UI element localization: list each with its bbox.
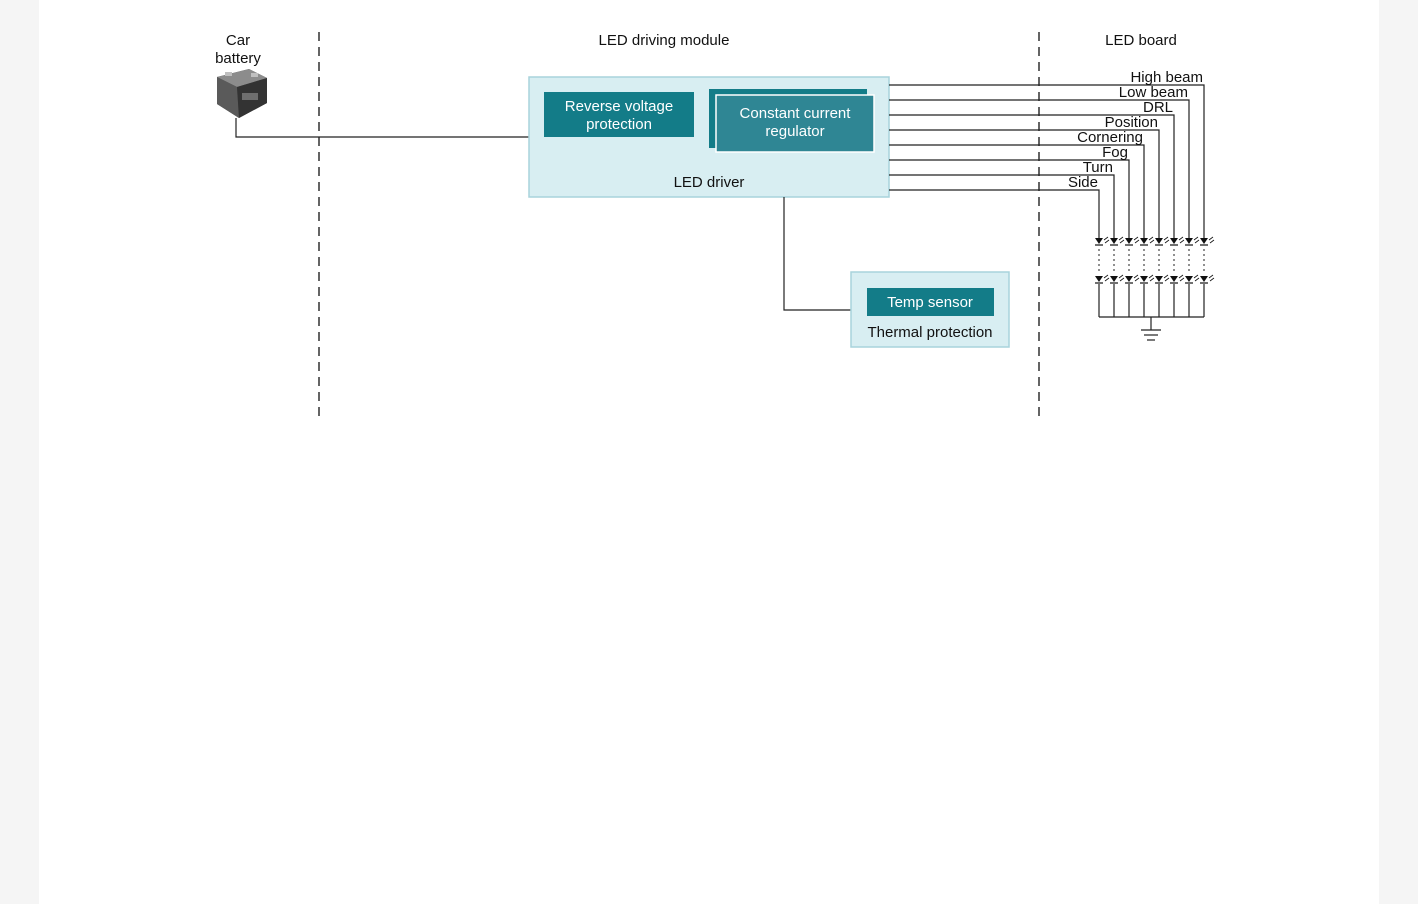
reverse-voltage-line2: protection (586, 116, 652, 133)
channel-label-turn: Turn (1083, 159, 1113, 176)
led-icon (1185, 274, 1200, 284)
ccr-line2: regulator (765, 123, 824, 140)
channel-wire-turn (889, 174, 1115, 238)
led-icon (1170, 236, 1185, 246)
channel-label-low-beam: Low beam (1119, 84, 1188, 101)
temp-sensor-label: Temp sensor (887, 294, 973, 311)
battery-label-line2: battery (215, 50, 261, 67)
led-icon (1170, 274, 1185, 284)
led-array (1095, 236, 1215, 318)
channel-wire-fog (889, 159, 1130, 238)
thermal-wire (783, 197, 851, 311)
ccr-line1: Constant current (740, 105, 852, 122)
board-header: LED board (1105, 32, 1177, 49)
led-icon (1095, 274, 1110, 284)
led-icon (1140, 274, 1155, 284)
led-icon (1110, 236, 1125, 246)
car-battery-icon (217, 69, 267, 118)
led-icon (1110, 274, 1125, 284)
channel-label-position: Position (1105, 114, 1158, 131)
channel-wire-low-beam (889, 99, 1190, 238)
channel-wire-cornering (889, 144, 1145, 238)
ccr-box (715, 94, 875, 153)
channel-label-fog: Fog (1102, 144, 1128, 161)
module-header: LED driving module (599, 32, 730, 49)
led-icon (1095, 236, 1110, 246)
reverse-voltage-line1: Reverse voltage (565, 98, 673, 115)
led-icon (1200, 236, 1215, 246)
channel-label-high-beam: High beam (1130, 69, 1203, 86)
supply-wire (235, 118, 529, 138)
led-icon (1125, 236, 1140, 246)
led-driver-label: LED driver (674, 174, 745, 191)
led-icon (1200, 274, 1215, 284)
reverse-voltage-box (544, 92, 694, 137)
thermal-protection-label: Thermal protection (867, 324, 992, 341)
channel-wire-high-beam (889, 84, 1205, 238)
diagram-page: Car battery LED driving module LED board… (39, 0, 1379, 904)
led-icon (1185, 236, 1200, 246)
led-icon (1125, 274, 1140, 284)
led-icon (1155, 236, 1170, 246)
temp-sensor-box (867, 288, 994, 316)
battery-label-line1: Car (226, 32, 250, 49)
channel-wire-drl (889, 114, 1175, 238)
channel-label-side: Side (1068, 174, 1098, 191)
channel-label-cornering: Cornering (1077, 129, 1143, 146)
channel-wire-side (889, 189, 1100, 238)
channel-wire-position (889, 129, 1160, 238)
led-icon (1155, 274, 1170, 284)
ground-symbol (1141, 317, 1161, 341)
channel-label-drl: DRL (1143, 99, 1173, 116)
led-icon (1140, 236, 1155, 246)
block-diagram: Car battery LED driving module LED board… (215, 32, 1215, 418)
